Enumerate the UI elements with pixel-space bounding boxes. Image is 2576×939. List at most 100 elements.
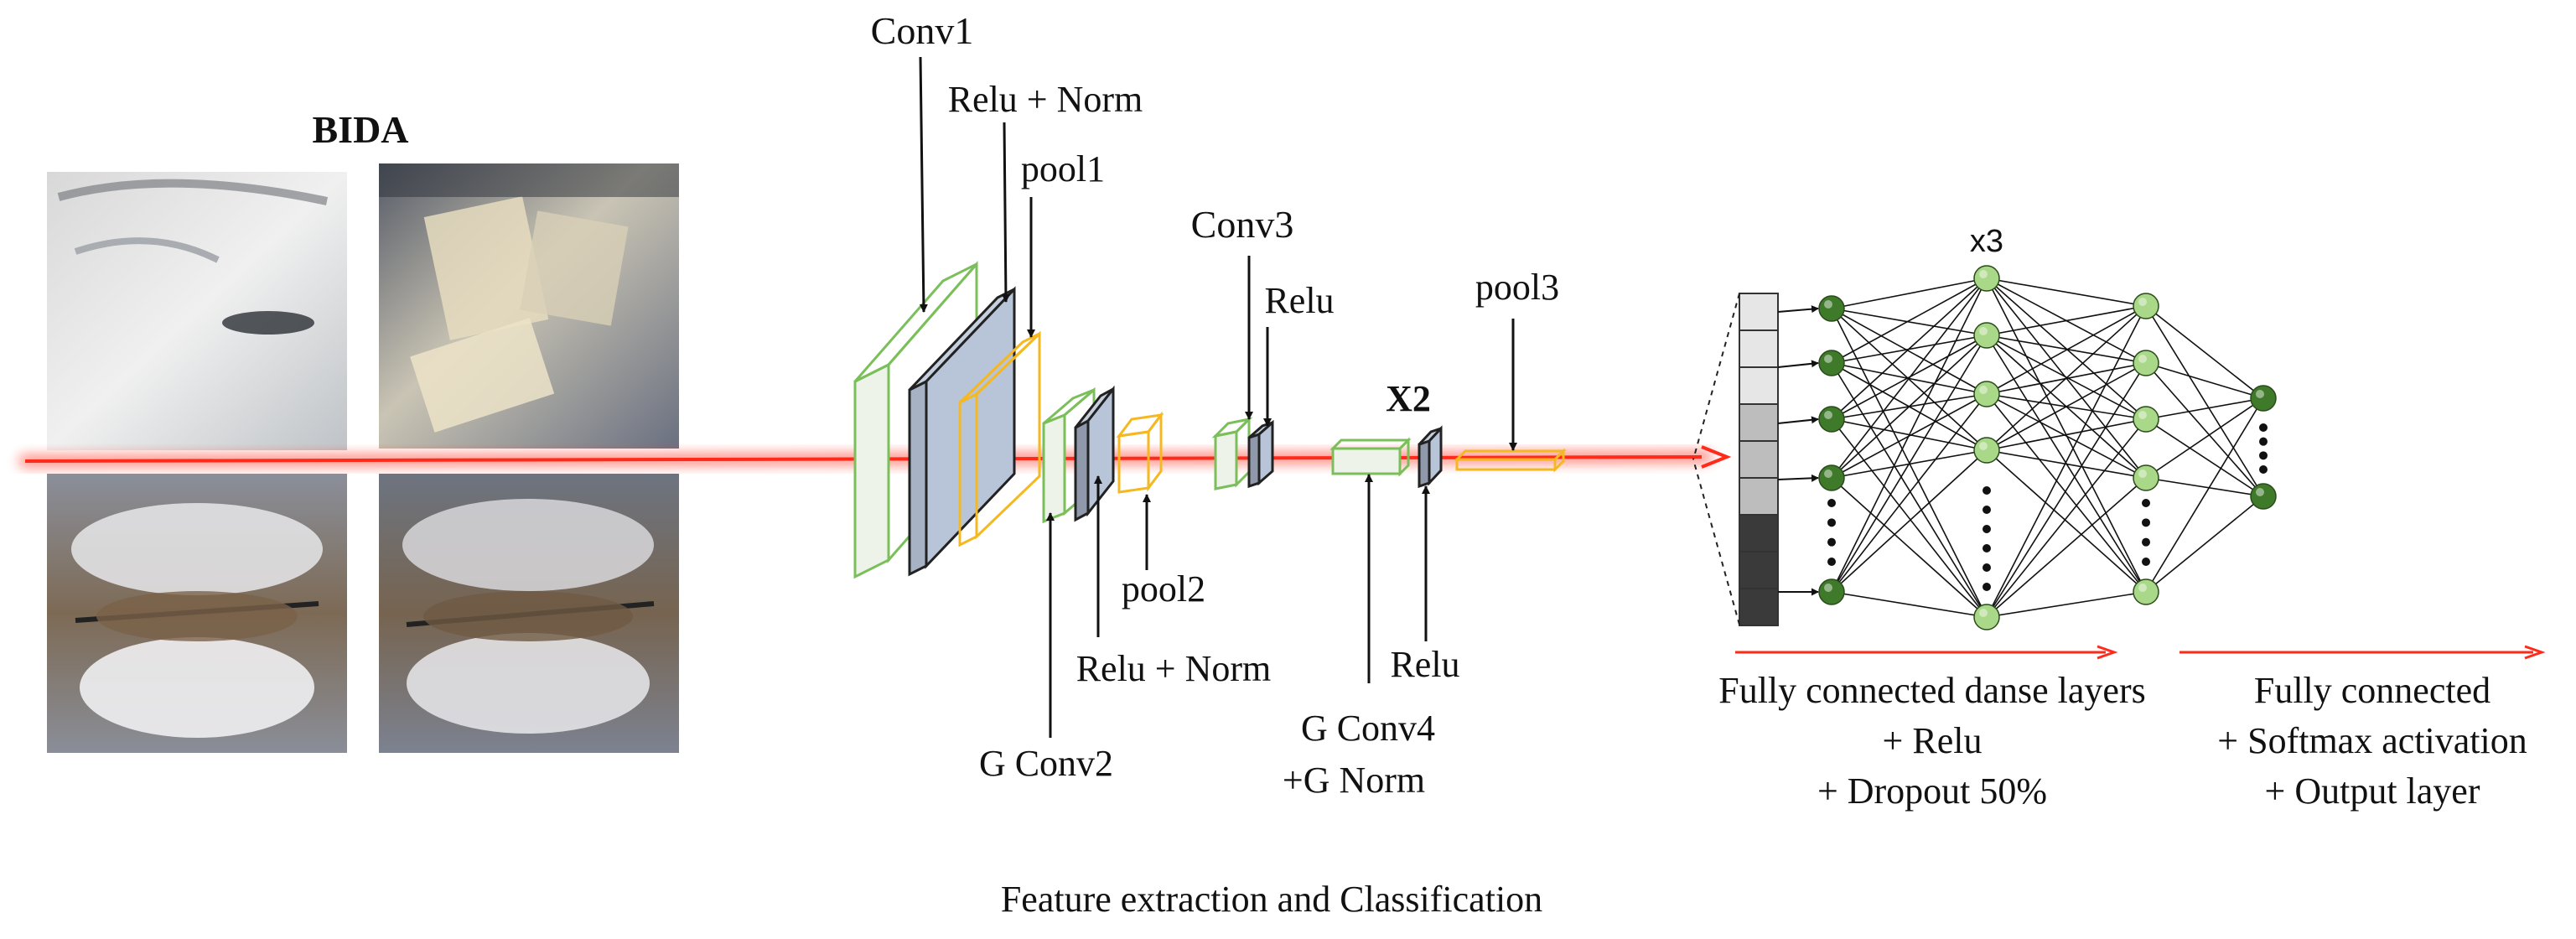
fc-edges <box>1777 278 2264 618</box>
fc-edge <box>2145 397 2264 420</box>
fc-node-layer-3 <box>2133 350 2159 376</box>
ellipsis-dot <box>1983 544 1991 553</box>
fc-edge <box>2145 305 2264 399</box>
ellipsis-dot <box>2142 537 2150 547</box>
input-vector-cell <box>1739 329 1779 368</box>
fc-edge <box>1986 418 2147 451</box>
ellipsis-dot <box>1983 506 1991 514</box>
fc-node-layer-2 <box>1973 381 2000 407</box>
fc-edge <box>1831 418 1988 618</box>
input-vector-cell <box>1739 403 1779 442</box>
fc-node-layer-2 <box>1973 437 2000 464</box>
label-pool3: pool3 <box>1475 267 1559 308</box>
fc-node-layer-3 <box>2133 293 2159 319</box>
fc-edge <box>1831 393 1988 593</box>
label-pool2: pool2 <box>1122 568 1205 610</box>
node-highlight <box>1824 355 1832 363</box>
node-highlight <box>2138 355 2147 363</box>
ellipsis-dot <box>2142 518 2150 527</box>
sample-image-2 <box>379 163 679 449</box>
fc-edge <box>2145 477 2264 497</box>
fc-nodes <box>1818 265 2277 630</box>
node-highlight <box>2138 470 2147 478</box>
dense-line-3: + Dropout 50% <box>1817 770 2047 812</box>
fc-edge <box>1831 308 1988 395</box>
fc-edge <box>1831 278 1988 593</box>
fc-edge <box>1986 393 2147 479</box>
ellipsis-dot <box>2259 451 2268 460</box>
label-repeat-x2: X2 <box>1386 378 1431 419</box>
stage-arrow-dense <box>1735 645 2118 660</box>
fc-edge <box>2145 495 2264 593</box>
fc-node-layer-1 <box>1818 350 1845 376</box>
relu-norm-1-block <box>908 286 1016 577</box>
label-relu-3: Relu <box>1264 280 1334 321</box>
vector-to-node-arrow <box>1777 416 1819 424</box>
fc-edge <box>1986 362 2147 451</box>
node-highlight <box>1824 584 1832 592</box>
label-gconv2: G Conv2 <box>979 743 1113 784</box>
label-gnorm: +G Norm <box>1283 760 1425 801</box>
fc-network <box>1777 265 2277 630</box>
fc-node-layer-3 <box>2133 464 2159 491</box>
fc-edge <box>2145 418 2264 497</box>
vector-to-node-arrow <box>1777 305 1819 314</box>
fc-node-layer-1 <box>1818 406 1845 433</box>
relu-4-block <box>1418 425 1443 489</box>
fc-node-layer-2 <box>1973 265 2000 292</box>
label-relu-4: Relu <box>1390 644 1459 685</box>
ellipsis-dot <box>1827 518 1836 527</box>
fc-node-output <box>2250 385 2277 412</box>
pool3-block <box>1454 448 1567 473</box>
input-vector-cell <box>1739 551 1779 589</box>
node-highlight <box>1824 411 1832 419</box>
layer-labels: Conv1 Relu + Norm pool1 G Conv2 Relu + N… <box>871 9 1559 801</box>
output-line-1: Fully connected <box>2254 670 2490 711</box>
vector-dashed-fan <box>1692 293 1740 625</box>
fc-edge <box>1831 362 1988 618</box>
stage-arrow-output <box>2179 645 2546 660</box>
fc-edge <box>1831 477 1988 618</box>
dataset-title: BIDA <box>312 108 408 151</box>
fc-edge <box>1986 449 2147 479</box>
fc-edge <box>1986 305 2147 451</box>
fc-edge <box>1831 335 1988 479</box>
label-conv3: Conv3 <box>1191 203 1294 246</box>
node-highlight <box>2256 390 2264 398</box>
fc-edge <box>1831 278 1988 420</box>
ellipsis-dot <box>1983 525 1991 533</box>
fc-edge <box>1986 362 2147 618</box>
relu-norm-2-block <box>1074 385 1115 522</box>
diagram-caption: Feature extraction and Classification <box>1001 879 1542 920</box>
fc-edge <box>2145 305 2264 497</box>
ellipsis-dot <box>1983 486 1991 495</box>
sample-image-1 <box>47 172 347 450</box>
sample-image-3 <box>47 474 347 753</box>
fc-edge <box>1986 305 2147 618</box>
pool1-block <box>958 330 1041 547</box>
fc-edge <box>1831 335 1988 593</box>
node-highlight <box>1979 270 1988 278</box>
fc-edge <box>1831 278 1988 309</box>
input-vector-cell <box>1739 440 1779 479</box>
fc-node-layer-1 <box>1818 578 1845 605</box>
fc-edge <box>1986 305 2147 336</box>
node-highlight <box>1824 470 1832 478</box>
fc-edge <box>2145 362 2264 399</box>
label-relu-norm-1: Relu + Norm <box>948 79 1143 120</box>
input-vector-cell <box>1739 366 1779 405</box>
input-vector-cell <box>1739 293 1779 331</box>
ellipsis-dot <box>1983 563 1991 572</box>
output-line-2: + Softmax activation <box>2217 720 2527 761</box>
stage-output-description: Fully connected + Softmax activation + O… <box>2217 670 2527 812</box>
label-relu-norm-2: Relu + Norm <box>1076 648 1272 689</box>
label-gconv4: G Conv4 <box>1301 708 1435 749</box>
pool2-block <box>1116 411 1164 494</box>
fc-edge <box>1831 308 1988 451</box>
fc-node-layer-3 <box>2133 578 2159 605</box>
fc-edge <box>1986 449 2147 593</box>
fc-node-layer-2 <box>1973 604 2000 630</box>
ellipsis-dot <box>1827 558 1836 566</box>
fc-edge <box>2145 397 2264 479</box>
